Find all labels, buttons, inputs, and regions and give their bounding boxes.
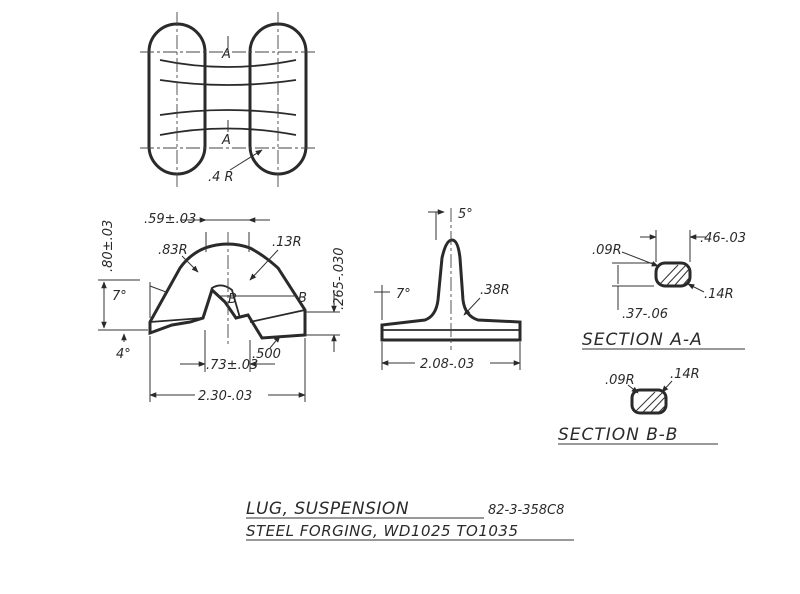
part-number: 82-3-358C8: [488, 503, 564, 518]
dim-height: .80±.03: [101, 220, 116, 272]
section-mark-b-right: B: [298, 291, 307, 306]
section-mark-a-upper: A: [221, 47, 231, 62]
dim-side-height: .265-.030: [332, 247, 347, 310]
section-a-dim-radius-right: .14R: [704, 287, 734, 302]
section-b-dim-radius-right: .14R: [670, 367, 700, 382]
dim-radius-small: .13R: [272, 235, 302, 250]
dim-overall-width: 2.30-.03: [198, 389, 252, 404]
material-spec: STEEL FORGING, WD1025 TO1035: [246, 522, 519, 540]
section-a-label: SECTION A-A: [582, 330, 703, 350]
front-view: .59±.03 .83R .13R .80±.03 7° 4° B B .265…: [98, 212, 347, 404]
dim-radius-large: .83R: [158, 243, 188, 258]
section-a-dim-width: .46-.03: [700, 231, 746, 246]
section-mark-a-lower: A: [221, 133, 231, 148]
side-draft-angle-top: 5°: [458, 207, 473, 222]
side-draft-angle: 7°: [396, 287, 411, 302]
section-a-profile: [654, 261, 692, 288]
section-mark-b-left: B: [228, 292, 237, 307]
front-view-outline: [148, 242, 307, 340]
section-b-profile: [630, 388, 668, 415]
drawing-title: LUG, SUSPENSION: [246, 499, 409, 519]
dim-inner-width: .73±.03: [206, 358, 258, 373]
side-dim-radius: .38R: [480, 283, 510, 298]
side-view: 5° 7° .38R 2.08-.03: [374, 207, 522, 372]
section-b-label: SECTION B-B: [558, 425, 678, 445]
dim-top-width: .59±.03: [144, 212, 196, 227]
top-view-radius-label: .4 R: [208, 170, 234, 185]
top-view: A A .4 R: [140, 12, 318, 188]
section-a-dim-radius-left: .09R: [592, 243, 622, 258]
dim-slot: .500: [252, 347, 281, 362]
section-b-b: .09R .14R SECTION B-B: [558, 367, 718, 445]
section-b-dim-radius-left: .09R: [605, 373, 635, 388]
side-dim-overall-width: 2.08-.03: [420, 357, 474, 372]
title-block: LUG, SUSPENSION 82-3-358C8 STEEL FORGING…: [246, 499, 574, 541]
draft-angle: 7°: [112, 289, 127, 304]
base-angle: 4°: [116, 347, 131, 362]
section-a-a: .46-.03 .09R .14R .37-.06 SECTION A-A: [582, 230, 746, 350]
section-a-dim-height: .37-.06: [622, 307, 668, 322]
